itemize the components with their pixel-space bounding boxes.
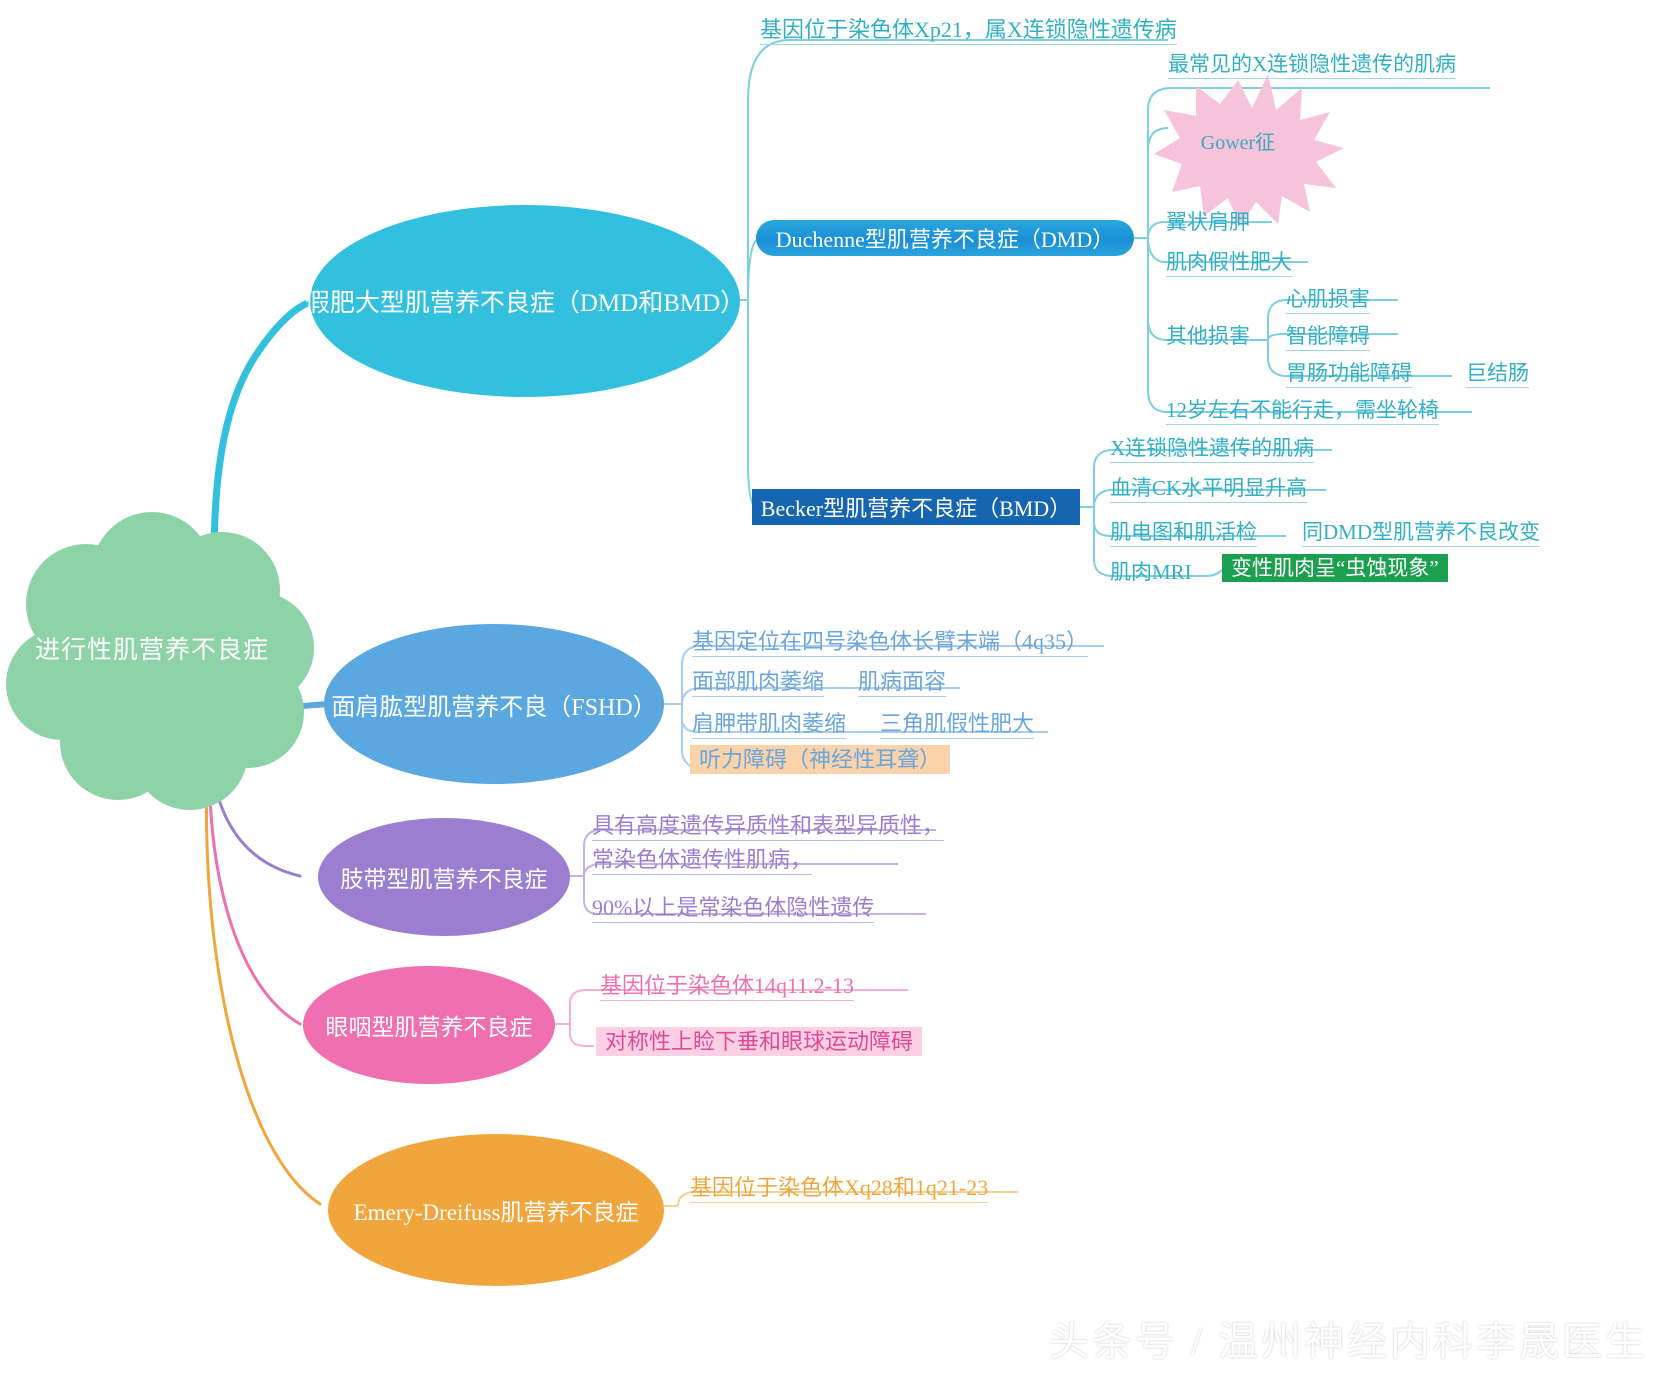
leaf-dmd-item-5[interactable]: 12岁左右不能行走，需坐轮椅	[1166, 394, 1439, 425]
node-oculopharyngeal-label: 眼咽型肌营养不良症	[325, 1015, 533, 1040]
leaf-bmd-emg-sub[interactable]: 同DMD型肌营养不良改变	[1302, 516, 1541, 547]
leaf-fshd-shoulder-sub[interactable]: 三角肌假性肥大	[880, 706, 1035, 739]
leaf-bmd-item-2[interactable]: 肌电图和肌活检	[1110, 516, 1257, 547]
leaf-bmd-mri-sub-text: 变性肌肉呈“虫蚀现象”	[1222, 554, 1448, 582]
leaf-bmd-item-3[interactable]: 肌肉MRI	[1110, 560, 1192, 584]
node-emery-dreifuss[interactable]: Emery-Dreifuss肌营养不良症	[328, 1134, 664, 1286]
central-node-label: 进行性肌营养不良症	[34, 637, 269, 664]
leaf-fshd-item-1[interactable]: 面部肌肉萎缩	[692, 664, 825, 697]
leaf-limb-girdle-item-2[interactable]: 90%以上是常染色体隐性遗传	[592, 890, 875, 923]
node-gower-sign[interactable]: Gower征	[1162, 85, 1314, 195]
leaf-other-damage-0[interactable]: 心肌损害	[1286, 283, 1370, 314]
leaf-fshd-item-2[interactable]: 肩胛带肌肉萎缩	[692, 706, 847, 739]
leaf-bmd-item-0[interactable]: X连锁隐性遗传的肌病	[1110, 432, 1315, 463]
node-pseudohypertrophic[interactable]: 假肥大型肌营养不良症（DMD和BMD）	[305, 205, 745, 397]
leaf-oculopharyngeal-item-1-text: 对称性上睑下垂和眼球运动障碍	[596, 1027, 923, 1056]
leaf-fshd-item-3[interactable]: 听力障碍（神经性耳聋）	[690, 742, 951, 774]
node-dmd-label: Duchenne型肌营养不良症（DMD）	[775, 227, 1115, 252]
leaf-other-damage-2[interactable]: 胃肠功能障碍	[1286, 357, 1412, 388]
leaf-limb-girdle-item-0[interactable]: 具有高度遗传异质性和表型异质性，	[592, 808, 945, 841]
leaf-limb-girdle-item-1[interactable]: 常染色体遗传性肌病，	[592, 842, 813, 875]
leaf-bmd-item-1[interactable]: 血清CK水平明显升高	[1110, 472, 1308, 503]
leaf-dmd-item-3[interactable]: 肌肉假性肥大	[1166, 246, 1292, 277]
leaf-dmd-other-damage[interactable]: 其他损害	[1166, 324, 1250, 348]
node-bmd[interactable]: Becker型肌营养不良症（BMD）	[752, 489, 1080, 525]
node-dmd[interactable]: Duchenne型肌营养不良症（DMD）	[756, 220, 1134, 256]
leaf-fshd-facial-sub[interactable]: 肌病面容	[858, 664, 947, 697]
node-fshd[interactable]: 面肩肱型肌营养不良（FSHD）	[324, 624, 664, 784]
leaf-dmd-item-0[interactable]: 最常见的X连锁隐性遗传的肌病	[1168, 48, 1457, 79]
leaf-oculopharyngeal-item-1[interactable]: 对称性上睑下垂和眼球运动障碍	[596, 1024, 923, 1056]
node-limb-girdle[interactable]: 肢带型肌营养不良症	[318, 818, 570, 936]
node-fshd-label: 面肩肱型肌营养不良（FSHD）	[331, 694, 657, 721]
leaf-megacolon[interactable]: 巨结肠	[1466, 357, 1529, 388]
node-gower-sign-label: Gower征	[1200, 131, 1276, 154]
leaf-dmd-gene-location[interactable]: 基因位于染色体Xp21，属X连锁隐性遗传病	[760, 12, 1177, 45]
node-bmd-label: Becker型肌营养不良症（BMD）	[760, 496, 1072, 521]
node-limb-girdle-label: 肢带型肌营养不良症	[340, 867, 548, 892]
node-emery-dreifuss-label: Emery-Dreifuss肌营养不良症	[353, 1200, 639, 1225]
node-pseudohypertrophic-label: 假肥大型肌营养不良症（DMD和BMD）	[304, 290, 746, 317]
leaf-dmd-item-2[interactable]: 翼状肩胛	[1166, 210, 1250, 234]
leaf-bmd-mri-sub[interactable]: 变性肌肉呈“虫蚀现象”	[1222, 552, 1448, 582]
leaf-fshd-item-0[interactable]: 基因定位在四号染色体长臂末端（4q35）	[692, 624, 1089, 657]
node-oculopharyngeal[interactable]: 眼咽型肌营养不良症	[303, 966, 555, 1084]
leaf-emery-item-0[interactable]: 基因位于染色体Xq28和1q21-23	[690, 1170, 989, 1203]
leaf-other-damage-1[interactable]: 智能障碍	[1286, 320, 1370, 351]
watermark: 头条号 / 温州神经内科李晟医生	[1048, 1319, 1648, 1364]
central-node[interactable]: 进行性肌营养不良症	[8, 516, 296, 780]
leaf-fshd-item-3-text: 听力障碍（神经性耳聋）	[690, 745, 951, 774]
leaf-oculopharyngeal-item-0[interactable]: 基因位于染色体14q11.2-13	[600, 968, 855, 1001]
